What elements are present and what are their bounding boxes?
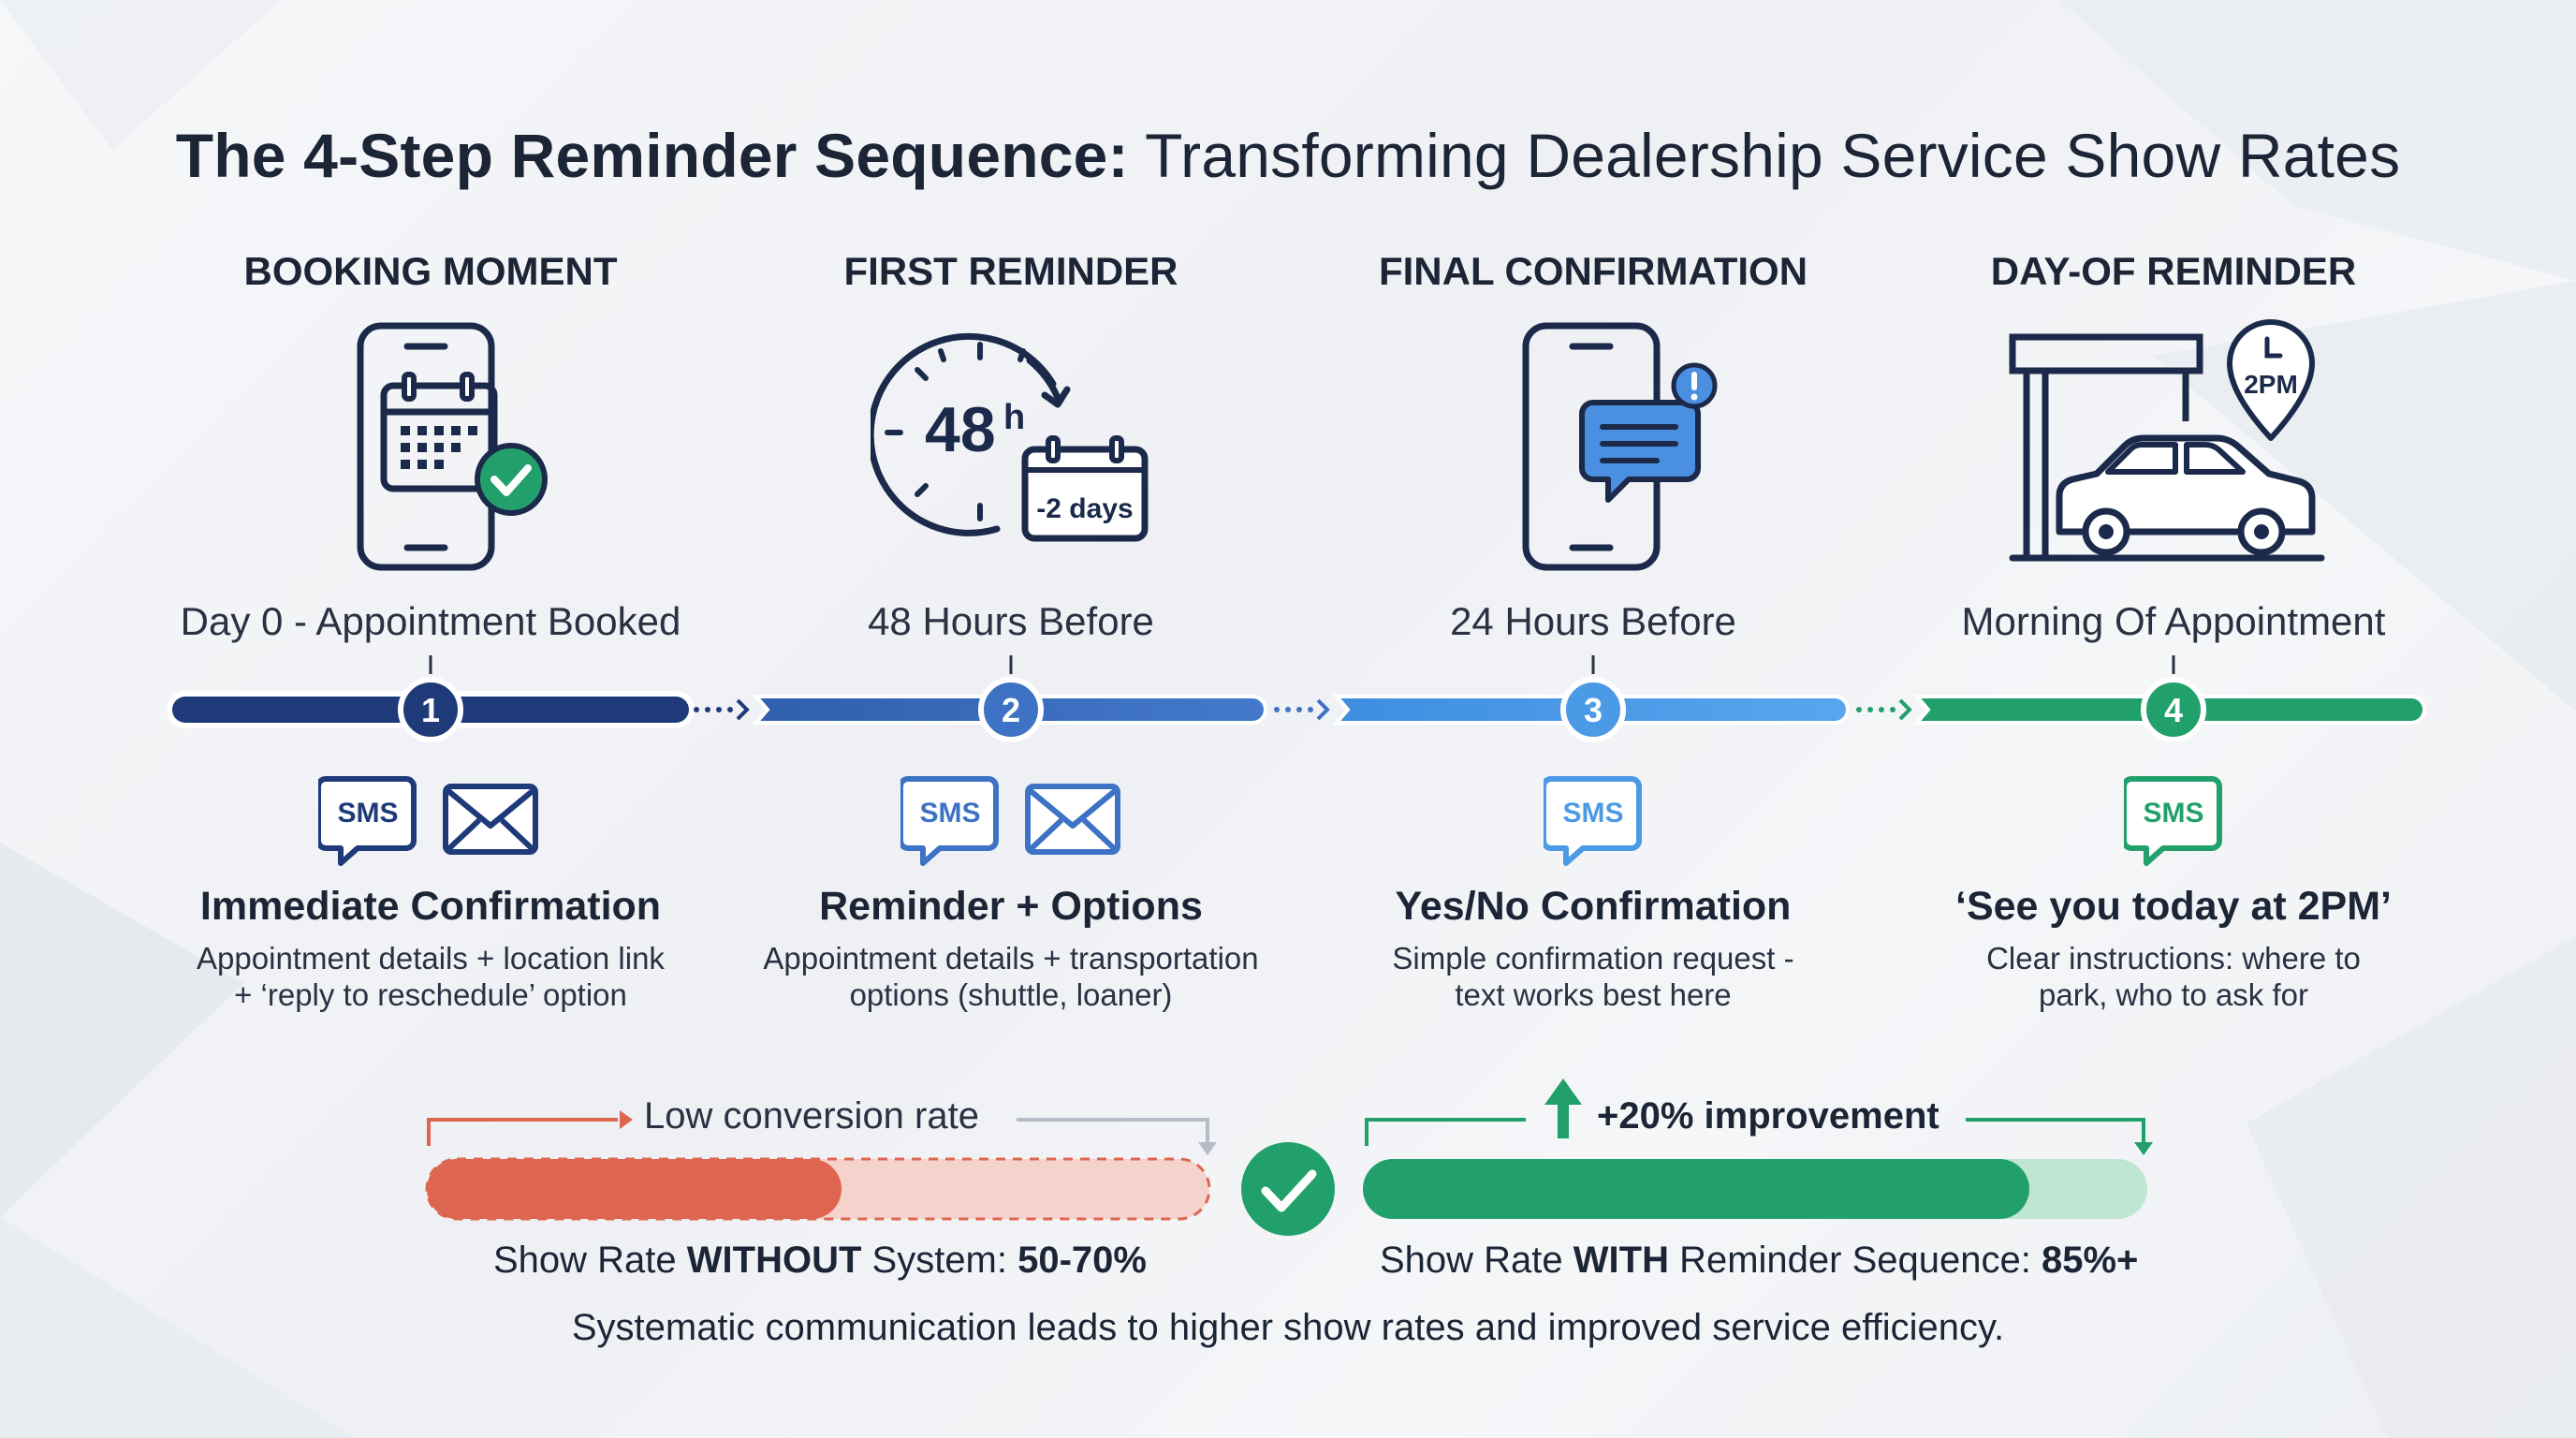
step-1-channels: SMS (318, 776, 538, 866)
garage-car-pin-icon: 2PM (2009, 319, 2325, 562)
step-4-description: Clear instructions: where to park, who t… (1883, 940, 2464, 1013)
phone-calendar-check-icon (357, 322, 548, 571)
timeline: 1 2 3 4 (167, 655, 2426, 742)
with-bar-fill (1363, 1159, 2029, 1219)
without-prefix: Show Rate (493, 1240, 687, 1281)
step-4-channels: SMS (2124, 776, 2222, 866)
step-3-channels: SMS (1544, 776, 1642, 866)
check-circle-icon (1241, 1142, 1335, 1236)
step-4-desc-line-2: park, who to ask for (2039, 977, 2308, 1012)
step-4-time: Morning Of Appointment (1961, 599, 2386, 643)
with-bold: WITH (1573, 1240, 1669, 1281)
sms-label: SMS (919, 798, 980, 829)
with-prefix: Show Rate (1380, 1240, 1573, 1281)
low-conversion-label: Low conversion rate (644, 1095, 979, 1137)
step-2-desc-line-2: options (shuttle, loaner) (849, 977, 1173, 1012)
clock-h-text: h (1003, 398, 1025, 437)
sms-icon: SMS (900, 776, 999, 866)
step-3-heading: Yes/No Confirmation (1395, 884, 1792, 929)
step-1-description: Appointment details + location link + ‘r… (140, 940, 721, 1013)
step-3-desc-line-1: Simple confirmation request - (1392, 941, 1794, 976)
step-1-node: 1 (398, 677, 463, 742)
step-3-time: 24 Hours Before (1450, 599, 1736, 643)
step-1-desc-line-2: + ‘reply to reschedule’ option (234, 977, 627, 1012)
step-1-number: 1 (421, 691, 440, 729)
step-2-heading: Reminder + Options (819, 884, 1203, 929)
step-2-node: 2 (978, 677, 1044, 742)
step-3-description: Simple confirmation request - text works… (1303, 940, 1883, 1013)
sms-icon: SMS (1544, 776, 1642, 866)
step-3-node: 3 (1560, 677, 1626, 742)
without-rate-text: Show Rate WITHOUT System: 50-70% (493, 1240, 1147, 1282)
step-2-number: 2 (1002, 691, 1020, 729)
step-2-time: 48 Hours Before (868, 599, 1154, 643)
calendar-2-days-text: -2 days (1036, 493, 1133, 524)
email-icon (443, 784, 538, 855)
step-4-node: 4 (2141, 677, 2206, 742)
step-1-desc-line-1: Appointment details + location link (197, 941, 665, 976)
step-2-description: Appointment details + transportation opt… (721, 940, 1301, 1013)
sms-label: SMS (337, 798, 398, 829)
page-title: The 4-Step Reminder Sequence: Transformi… (0, 120, 2576, 191)
step-3-number: 3 (1584, 691, 1603, 729)
up-arrow-icon (1558, 1101, 1569, 1138)
step-1-time: Day 0 - Appointment Booked (180, 599, 681, 643)
step-2-channels: SMS (900, 776, 1120, 866)
step-4-heading: ‘See you today at 2PM’ (1955, 884, 2392, 929)
title-bold: The 4-Step Reminder Sequence: (175, 121, 1129, 190)
step-3-title: FINAL CONFIRMATION (1378, 249, 1808, 293)
step-4-desc-line-1: Clear instructions: where to (1986, 941, 2361, 976)
with-value: 85%+ (2041, 1240, 2139, 1281)
without-middle: System: (861, 1240, 1018, 1281)
without-bold: WITHOUT (686, 1240, 862, 1281)
with-rate-text: Show Rate WITH Reminder Sequence: 85%+ (1380, 1240, 2138, 1282)
with-middle: Reminder Sequence: (1668, 1240, 2042, 1281)
sms-icon: SMS (318, 776, 417, 866)
improvement-label: +20% improvement (1597, 1095, 1939, 1137)
clock-48-text: 48 (925, 394, 996, 465)
step-2-desc-line-1: Appointment details + transportation (763, 941, 1259, 976)
sms-label: SMS (1562, 798, 1623, 829)
step-4-title: DAY-OF REMINDER (1990, 249, 2357, 293)
sms-icon: SMS (2124, 776, 2222, 866)
pin-2pm-text: 2PM (2244, 370, 2298, 399)
step-1-title: BOOKING MOMENT (243, 249, 618, 293)
title-rest: Transforming Dealership Service Show Rat… (1145, 121, 2401, 190)
email-icon (1025, 784, 1120, 855)
step-2-title: FIRST REMINDER (843, 249, 1178, 293)
clock-48h-calendar-icon: 48 h -2 days (871, 332, 1149, 542)
step-1-heading: Immediate Confirmation (199, 884, 662, 929)
phone-message-alert-icon (1522, 322, 1718, 571)
step-4-number: 4 (2164, 691, 2183, 729)
sms-label: SMS (2143, 798, 2203, 829)
without-value: 50-70% (1017, 1240, 1147, 1281)
comparison-graphic (425, 1078, 2153, 1236)
step-3-desc-line-2: text works best here (1455, 977, 1732, 1012)
footer-text: Systematic communication leads to higher… (571, 1307, 2005, 1348)
without-bar-fill (427, 1159, 842, 1219)
